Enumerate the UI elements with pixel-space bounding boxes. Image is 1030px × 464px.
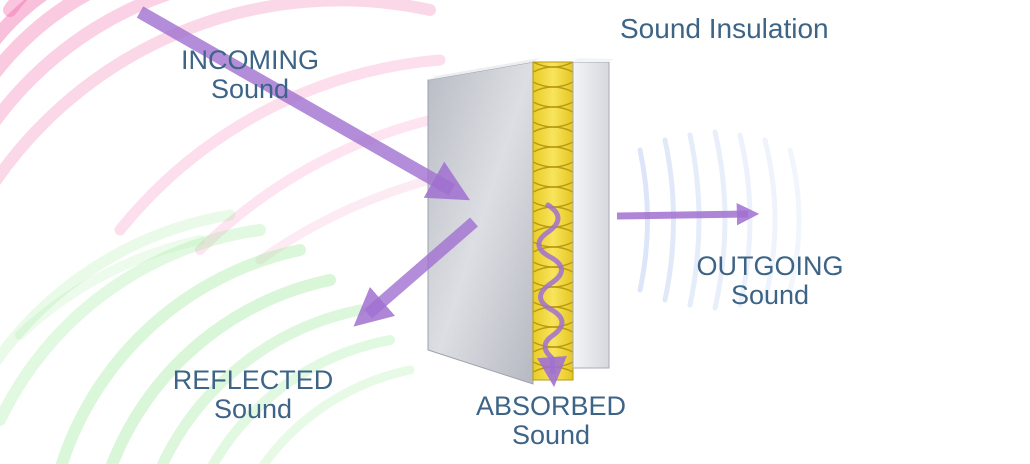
incoming-label-line2: Sound: [210, 74, 290, 104]
reflected-arrow: [353, 217, 478, 327]
outgoing-label-line1: OUTGOING: [696, 251, 844, 281]
incoming-sound-label: INCOMING Sound: [160, 46, 340, 104]
incoming-arrow: [136, 6, 471, 201]
outgoing-sound-label: OUTGOING Sound: [675, 252, 865, 310]
wall-front-face: [427, 61, 534, 385]
wall-back-top: [573, 58, 614, 62]
reflected-sound-label: REFLECTED Sound: [148, 366, 358, 424]
wall-back-layer: [572, 61, 610, 369]
outgoing-arrow: [616, 202, 760, 226]
wall-top-edge: [428, 58, 540, 80]
outgoing-sound-waves: [637, 129, 802, 311]
insulated-wall-panel: [427, 58, 614, 385]
absorbed-sound-label: ABSORBED Sound: [456, 392, 646, 450]
incoming-label-line1: INCOMING: [181, 45, 319, 75]
outgoing-label-line2: Sound: [730, 280, 810, 310]
reflected-label-line1: REFLECTED: [172, 365, 334, 395]
absorbed-sound-path: [536, 202, 567, 387]
absorbed-label-line2: Sound: [511, 420, 591, 450]
reflected-sound-waves: [0, 209, 415, 464]
diagram-title: Sound Insulation: [620, 13, 829, 44]
absorbed-label-line1: ABSORBED: [475, 391, 627, 421]
reflected-label-line2: Sound: [213, 394, 293, 424]
